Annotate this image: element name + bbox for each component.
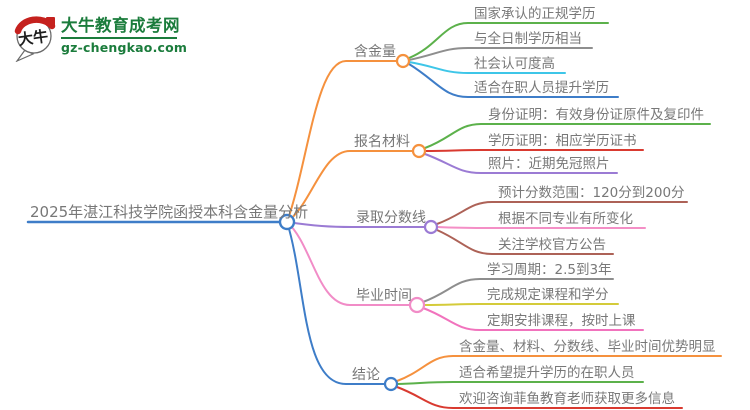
child-line: [396, 386, 683, 409]
red-seal: [46, 17, 55, 26]
child-line: [408, 22, 609, 59]
child-label: 关注学校官方公告: [498, 237, 606, 253]
child-label: 社会认可度高: [474, 56, 555, 72]
branch-node-circle: [408, 296, 426, 314]
branch-curve-hanjinliang: [286, 60, 398, 223]
branch-node-circle: [423, 219, 439, 235]
child-line: [422, 278, 614, 303]
logo-divider: [61, 37, 177, 39]
child-line: [408, 63, 619, 98]
branch-label-luqufenshuxian: 录取分数线: [356, 210, 426, 226]
child-line: [408, 47, 593, 61]
child-label: 适合希望提升学历的在职人员: [459, 365, 635, 381]
child-line: [424, 153, 618, 174]
branch-curve-biyeshijian: [286, 221, 411, 306]
central-topic: 2025年湛江科技学院函授本科含金量分析: [30, 203, 309, 221]
branch-curve-baomingcailiao: [286, 150, 414, 223]
logo-domain: gz-chengkao.com: [61, 40, 188, 55]
branch-node-circle: [395, 53, 411, 69]
child-line: [423, 303, 619, 306]
child-line: [424, 149, 644, 152]
child-line: [396, 355, 722, 382]
child-line: [436, 226, 646, 229]
branch-label-jielun: 结论: [352, 367, 380, 383]
child-label: 根据不同专业有所变化: [498, 211, 633, 227]
child-label: 学历证明：相应学历证书: [488, 133, 637, 149]
child-line: [436, 229, 614, 255]
logo-text-block: 大牛教育成考网 gz-chengkao.com: [61, 16, 187, 55]
child-label: 照片：近期免冠照片: [488, 156, 610, 172]
child-line: [396, 381, 644, 385]
daniu-logo-icon: 大牛: [14, 16, 56, 62]
branch-label-biyeshijian: 毕业时间: [356, 288, 412, 304]
branch-node-circle: [411, 143, 427, 159]
child-line: [436, 201, 688, 225]
branch-label-baomingcailiao: 报名材料: [354, 134, 410, 150]
branch-curve-jielun: [286, 221, 386, 385]
child-label: 欢迎咨询菲鱼教育老师获取更多信息: [459, 391, 675, 407]
logo-site-name: 大牛教育成考网: [61, 16, 180, 35]
child-label: 身份证明：有效身份证原件及复印件: [488, 107, 704, 123]
child-line: [422, 307, 644, 331]
logo-icon-characters: 大牛: [17, 27, 49, 49]
child-label: 预计分数范围：120分到200分: [498, 185, 685, 201]
child-label: 含金量、材料、分数线、毕业时间优势明显: [459, 339, 716, 355]
child-line: [408, 61, 566, 74]
child-label: 定期安排课程，按时上课: [487, 313, 636, 329]
branch-node-circle: [383, 376, 399, 392]
child-label: 国家承认的正规学历: [474, 6, 596, 22]
branch-label-hanjinliang: 含金量: [354, 44, 396, 60]
site-logo: 大牛 大牛教育成考网 gz-chengkao.com: [10, 10, 187, 62]
child-line: [424, 123, 711, 149]
branch-curve-luqufenshuxian: [286, 221, 426, 228]
child-label: 完成规定课程和学分: [487, 287, 609, 303]
child-label: 学习周期：2.5到3年: [487, 262, 612, 278]
central-node-circle: [278, 213, 296, 231]
child-label: 适合在职人员提升学历: [474, 80, 609, 96]
child-label: 与全日制学历相当: [474, 31, 582, 47]
